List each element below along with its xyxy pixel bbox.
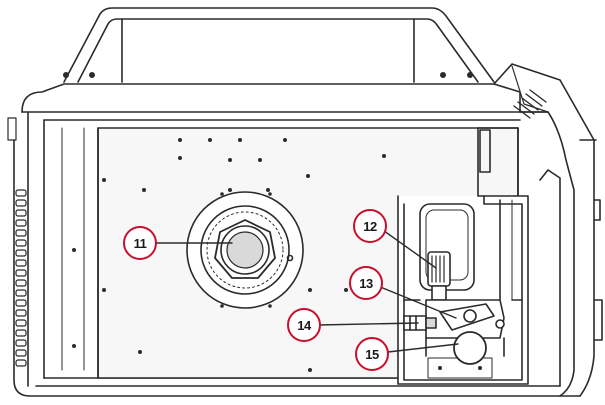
right-front-panel bbox=[493, 63, 603, 397]
leader-15 bbox=[387, 343, 459, 353]
handle-screw bbox=[440, 72, 446, 78]
drive-roll bbox=[425, 331, 505, 365]
callout-14: 14 bbox=[287, 308, 321, 342]
handle-screw bbox=[467, 72, 473, 78]
spool-hub bbox=[186, 191, 304, 309]
callout-12: 12 bbox=[353, 209, 387, 243]
handle-screw bbox=[63, 72, 69, 78]
tension-knob bbox=[427, 251, 451, 301]
callout-label-15: 15 bbox=[365, 347, 379, 362]
callout-label-14: 14 bbox=[297, 318, 312, 333]
leader-12 bbox=[379, 227, 437, 269]
handle-screw bbox=[89, 72, 95, 78]
callout-label-11: 11 bbox=[134, 236, 147, 251]
carry-handle bbox=[63, 7, 495, 83]
pressure-arm bbox=[425, 299, 505, 339]
callout-11: 11 bbox=[123, 226, 157, 260]
panel-rivets bbox=[72, 138, 386, 372]
leader-14 bbox=[317, 322, 419, 326]
callout-13: 13 bbox=[349, 266, 383, 300]
left-vents bbox=[7, 117, 27, 367]
callout-15: 15 bbox=[355, 337, 389, 371]
callout-leaders bbox=[155, 227, 459, 353]
callout-label-13: 13 bbox=[359, 276, 373, 291]
callout-label-12: 12 bbox=[363, 219, 377, 234]
top-vent-slots bbox=[513, 89, 547, 119]
leader-13 bbox=[377, 285, 457, 319]
